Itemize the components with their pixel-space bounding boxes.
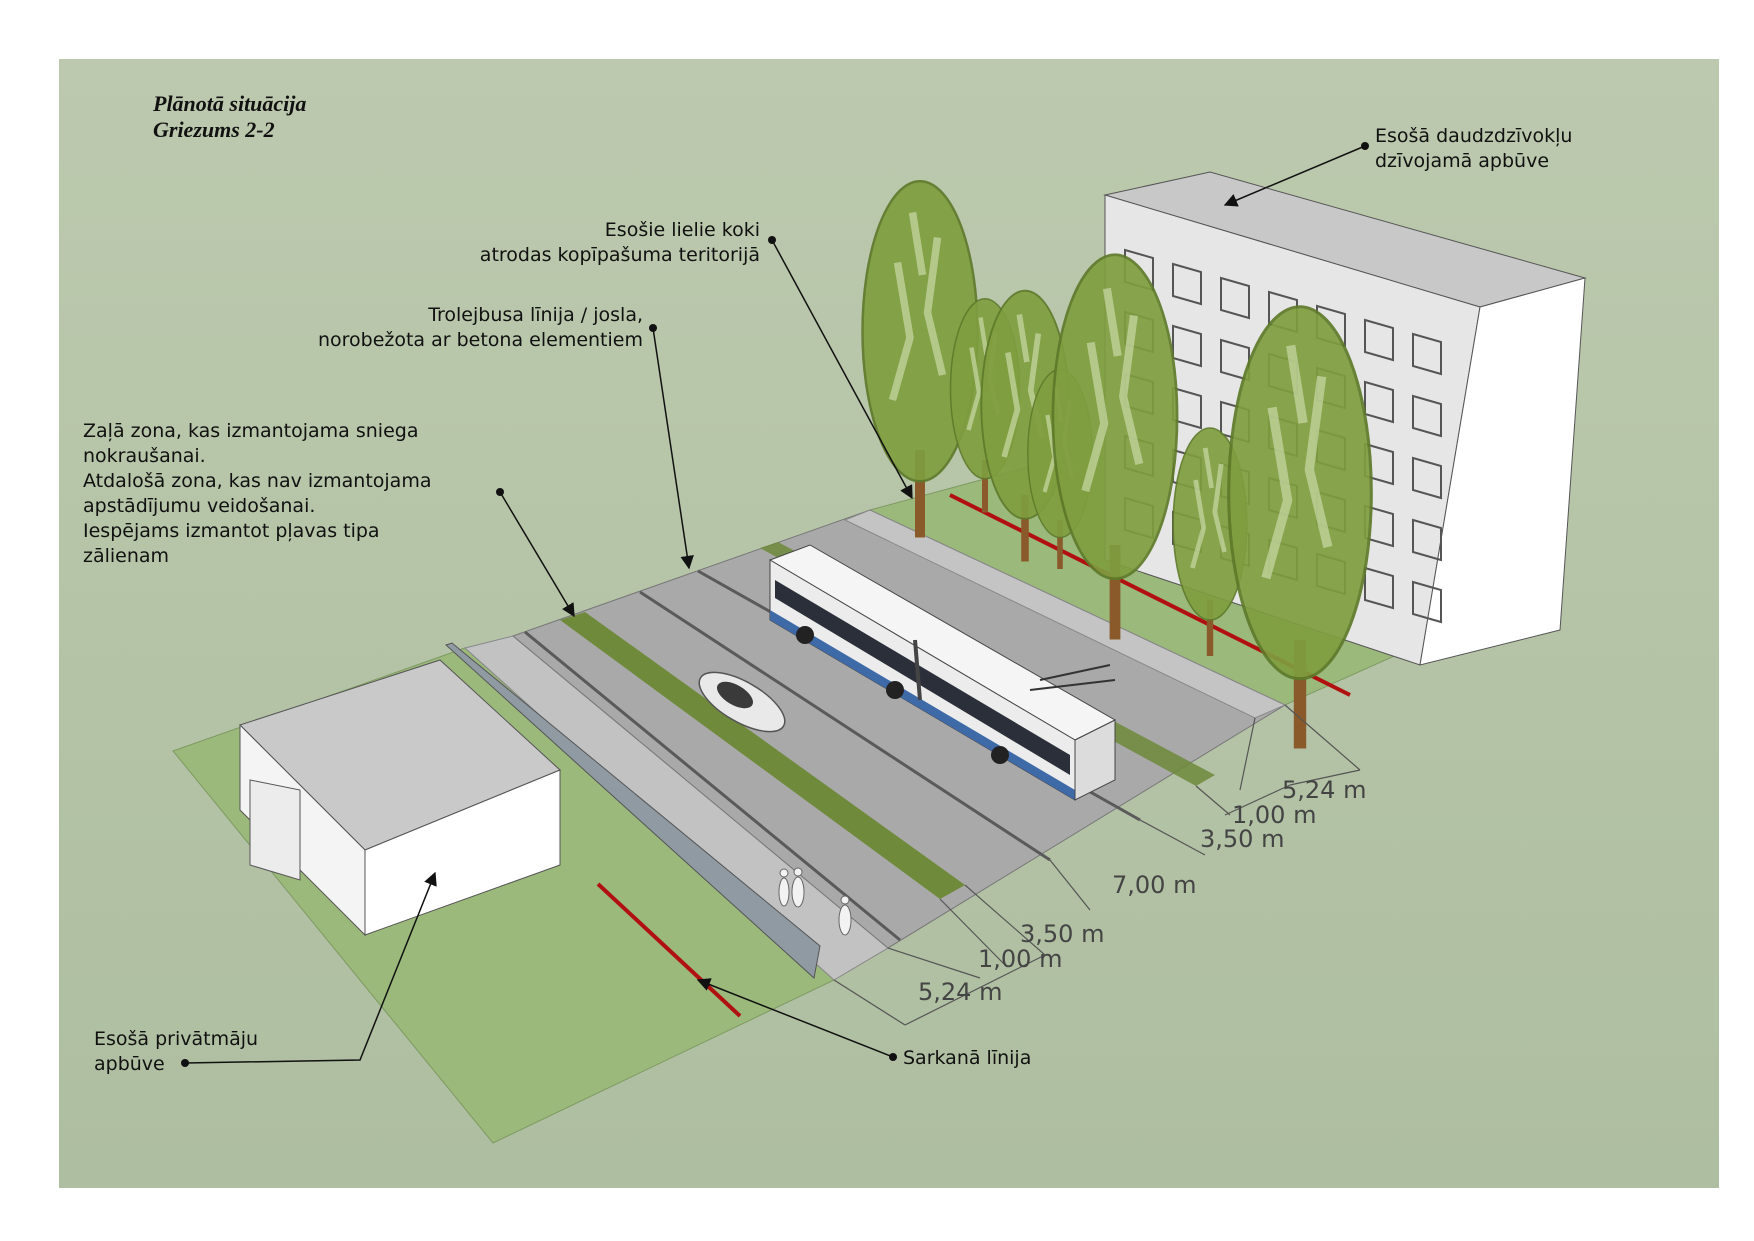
callout-green-zone: Zaļā zona, kas izmantojama sniega nokrau… xyxy=(83,420,575,618)
svg-text:Esošie lielie koki: Esošie lielie koki xyxy=(605,219,760,241)
building-window xyxy=(1364,380,1394,424)
red-line-left xyxy=(596,882,742,1018)
callout-trolley: Trolejbusa līnija / josla, norobežota ar… xyxy=(318,304,694,570)
building-window xyxy=(1412,580,1442,624)
building-window xyxy=(1412,332,1442,376)
dim-right-outer: 5,24 m xyxy=(1282,776,1366,804)
svg-text:atrodas kopīpašuma teritorijā: atrodas kopīpašuma teritorijā xyxy=(480,244,760,266)
callout-apartments: Esošā daudzdzīvokļu dzīvojamā apbūve xyxy=(1223,125,1572,207)
svg-text:Zaļā zona, kas izmantojama sni: Zaļā zona, kas izmantojama sniega xyxy=(83,420,418,442)
title-line-2: Griezums 2-2 xyxy=(153,117,275,142)
svg-text:Iespējams izmantot pļavas tipa: Iespējams izmantot pļavas tipa xyxy=(83,520,380,542)
building-window xyxy=(1172,324,1202,368)
building-window xyxy=(1412,518,1442,562)
svg-text:dzīvojamā apbūve: dzīvojamā apbūve xyxy=(1375,150,1549,172)
dim-left-outer: 5,24 m xyxy=(918,978,1002,1006)
building-window xyxy=(1172,262,1202,306)
building-window xyxy=(1364,566,1394,610)
building-window xyxy=(1364,318,1394,362)
dimension-lines-left xyxy=(833,884,1046,1026)
dim-left-inner: 3,50 m xyxy=(1020,920,1104,948)
svg-text:apbūve: apbūve xyxy=(94,1053,165,1075)
callout-private-houses: Esošā privātmāju apbūve xyxy=(94,871,437,1075)
title-line-1: Plānotā situācija xyxy=(152,91,306,116)
svg-text:Atdalošā zona, kas nav izmanto: Atdalošā zona, kas nav izmantojama xyxy=(83,470,431,492)
dimension-lines-right xyxy=(1049,704,1361,911)
callout-trees: Esošie lielie koki atrodas kopīpašuma te… xyxy=(480,219,913,500)
svg-text:nokraušanai.: nokraušanai. xyxy=(83,445,206,467)
barrier-wall xyxy=(445,642,821,979)
lane-line xyxy=(639,590,1051,862)
svg-text:Trolejbusa līnija / josla,: Trolejbusa līnija / josla, xyxy=(427,304,643,326)
building-window xyxy=(1412,456,1442,500)
building-window xyxy=(1412,394,1442,438)
trolleybus xyxy=(768,544,1117,801)
building-window xyxy=(1220,276,1250,320)
median-green-strip xyxy=(560,612,965,899)
lane-line xyxy=(524,630,901,942)
svg-text:Esošā daudzdzīvokļu: Esošā daudzdzīvokļu xyxy=(1375,125,1572,147)
private-house xyxy=(239,659,561,937)
svg-text:norobežota ar betona elementie: norobežota ar betona elementiem xyxy=(318,329,643,351)
svg-text:Sarkanā līnija: Sarkanā līnija xyxy=(903,1047,1031,1069)
dim-right-inner: 3,50 m xyxy=(1200,825,1284,853)
dim-right-middle: 1,00 m xyxy=(1232,801,1316,829)
car xyxy=(698,671,786,733)
callout-red-line: Sarkanā līnija xyxy=(696,978,1031,1069)
dim-center: 7,00 m xyxy=(1112,871,1196,899)
dim-left-middle: 1,00 m xyxy=(978,945,1062,973)
pedestrians xyxy=(778,867,852,936)
svg-text:apstādījumu veidošanai.: apstādījumu veidošanai. xyxy=(83,495,315,517)
svg-text:Esošā privātmāju: Esošā privātmāju xyxy=(94,1028,258,1050)
svg-text:zālienam: zālienam xyxy=(83,545,169,567)
